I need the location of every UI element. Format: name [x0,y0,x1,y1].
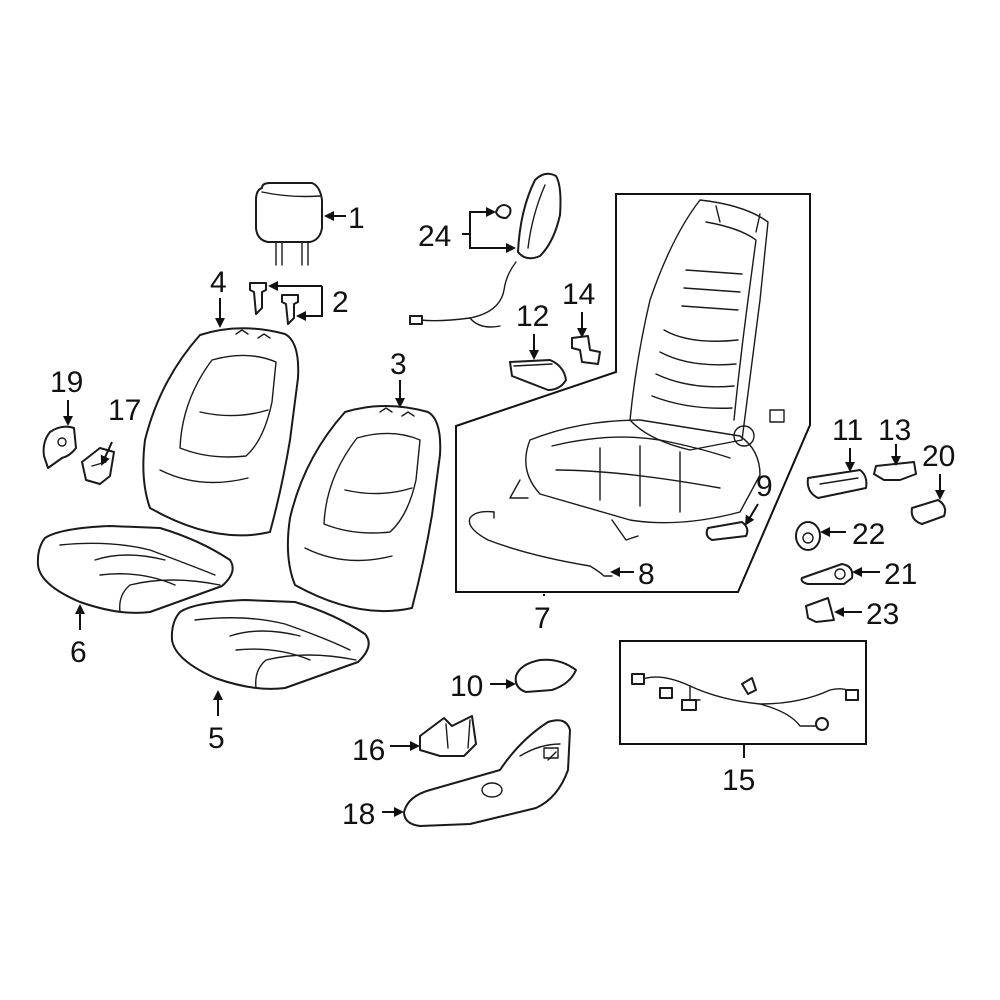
callout-23[interactable]: 23 [866,598,899,631]
callout-15[interactable]: 15 [722,764,755,797]
callout-21[interactable]: 21 [884,558,917,591]
part-7-group-box [455,193,811,593]
callout-3[interactable]: 3 [390,348,407,381]
part-7-seat-frame[interactable] [509,199,785,541]
callout-13[interactable]: 13 [878,414,911,447]
part-8-cable[interactable] [468,510,613,577]
part-22-knob[interactable] [795,521,821,551]
callout-labels: 1 2 3 4 5 6 7 8 9 10 11 12 13 14 15 16 1… [50,202,955,831]
callout-1[interactable]: 1 [348,202,365,235]
part-19-bracket[interactable] [42,425,77,469]
callout-16[interactable]: 16 [352,734,385,767]
part-2-headrest-guides[interactable] [249,282,299,325]
callout-24[interactable]: 24 [418,220,451,253]
callout-14[interactable]: 14 [562,278,595,311]
callout-5[interactable]: 5 [208,722,225,755]
part-15-group-box [619,640,867,745]
callout-11[interactable]: 11 [832,414,863,447]
leader-lines [63,207,945,817]
part-13-clip[interactable] [873,461,917,481]
part-4-seat-back-cover[interactable] [142,327,300,537]
part-15-wiring-harness[interactable] [631,673,859,731]
part-14-clip[interactable] [571,335,601,365]
callout-2[interactable]: 2 [332,286,349,319]
callout-9[interactable]: 9 [756,470,773,503]
part-16-bracket[interactable] [419,715,477,757]
part-1-headrest[interactable] [255,182,323,266]
callout-12[interactable]: 12 [516,300,549,333]
callout-7[interactable]: 7 [534,602,551,635]
part-23-clip[interactable] [805,597,835,623]
part-12-cover[interactable] [509,359,567,391]
callout-8[interactable]: 8 [638,558,655,591]
callout-4[interactable]: 4 [210,266,227,299]
headrest-pad[interactable] [255,182,323,243]
part-5-seat-cushion-cover[interactable] [170,599,370,690]
part-17-bracket[interactable] [81,447,115,485]
callout-22[interactable]: 22 [852,518,885,551]
part-9-knob[interactable] [705,521,749,541]
part-20-knob[interactable] [910,499,947,525]
callout-19[interactable]: 19 [50,366,83,399]
callout-20[interactable]: 20 [922,440,955,473]
part-6-seat-cushion-cover[interactable] [36,525,234,614]
part-24-side-airbag[interactable] [409,172,562,328]
callout-10[interactable]: 10 [450,670,483,703]
part-10-cover[interactable] [514,658,577,693]
part-11-switch[interactable] [806,469,868,499]
callout-18[interactable]: 18 [342,798,375,831]
part-21-lever[interactable] [800,563,854,585]
callout-17[interactable]: 17 [108,394,141,427]
part-3-seat-back-cover[interactable] [286,405,442,613]
callout-6[interactable]: 6 [70,636,87,669]
part-18-side-cover[interactable] [403,719,571,827]
